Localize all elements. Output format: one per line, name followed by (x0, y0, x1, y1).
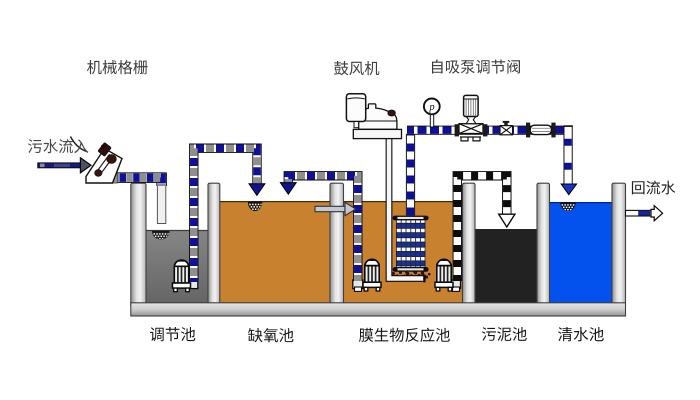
svg-text:p: p (428, 102, 434, 113)
